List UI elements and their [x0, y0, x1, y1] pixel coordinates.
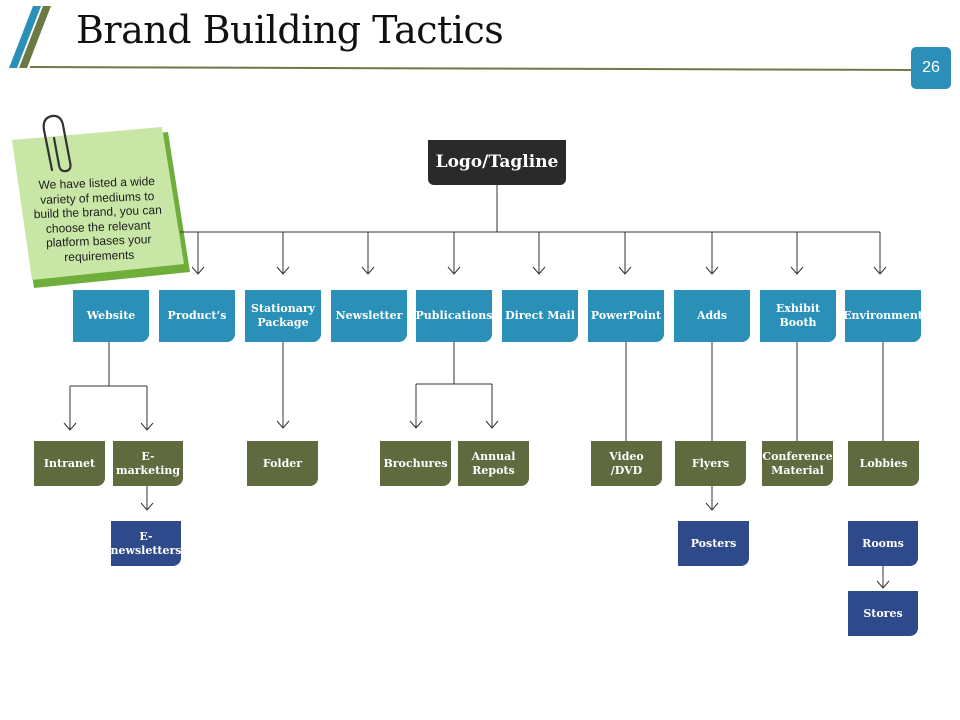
page-number-badge: 26 — [911, 47, 951, 89]
node-e-marketing: E-marketing — [113, 441, 183, 486]
node-stationary-package: Stationary Package — [245, 290, 321, 342]
paperclip-icon — [42, 114, 72, 173]
node-products: Product’s — [159, 290, 235, 342]
node-stores: Stores — [848, 591, 918, 636]
node-adds: Adds — [674, 290, 750, 342]
node-rooms: Rooms — [848, 521, 918, 566]
connector-lines — [63, 185, 890, 589]
page-title: Brand Building Tactics — [76, 8, 504, 52]
accent-stripe-blue — [9, 6, 41, 68]
node-direct-mail: Direct Mail — [502, 290, 578, 342]
node-lobbies: Lobbies — [848, 441, 919, 486]
sticky-note-text: We have listed a wide variety of mediums… — [33, 173, 162, 264]
node-intranet: Intranet — [34, 441, 105, 486]
sticky-note-paper — [12, 127, 184, 280]
node-brochures: Brochures — [380, 441, 451, 486]
node-publications: Publications — [416, 290, 492, 342]
node-posters: Posters — [678, 521, 749, 566]
node-conference-material: Conference Material — [762, 441, 833, 486]
node-exhibit-booth: Exhibit Booth — [760, 290, 836, 342]
node-video-dvd: Video /DVD — [591, 441, 662, 486]
node-logo-tagline: Logo/Tagline — [428, 140, 566, 185]
node-annual-repots: Annual Repots — [458, 441, 529, 486]
node-e-newsletters: E-newsletters — [111, 521, 182, 566]
node-newsletter: Newsletter — [331, 290, 407, 342]
accent-stripe-green — [19, 6, 51, 68]
node-environment: Environment — [843, 290, 923, 342]
node-website: Website — [73, 290, 149, 342]
title-underline — [29, 66, 913, 71]
node-powerpoint: PowerPoint — [588, 290, 664, 342]
node-flyers: Flyers — [675, 441, 746, 486]
node-folder: Folder — [247, 441, 318, 486]
sticky-note — [12, 127, 190, 288]
